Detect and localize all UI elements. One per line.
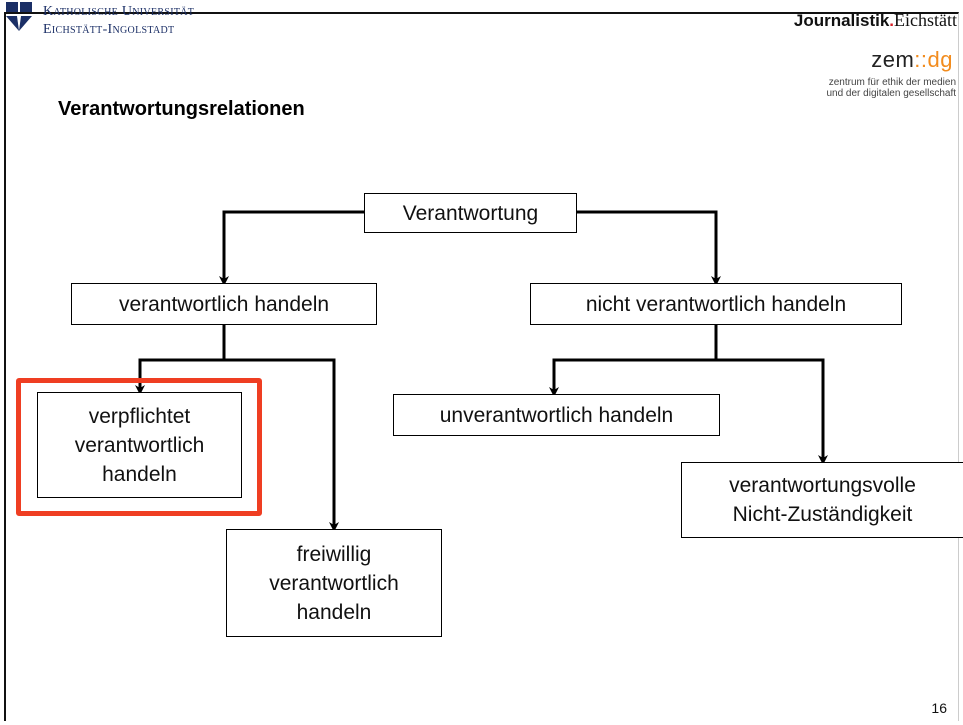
page-number: 16 — [931, 700, 947, 716]
connector-right-to-verantwortungsvolle — [716, 358, 828, 465]
slide-frame — [4, 12, 959, 721]
university-name-line2: Eichstätt-Ingolstadt — [43, 22, 175, 37]
node-verantwortlich-handeln: verantwortlich handeln — [71, 283, 377, 325]
connector-right-to-unverantwortlich — [549, 323, 718, 397]
zem-subtitle: zentrum für ethik der medien und der dig… — [736, 77, 956, 99]
node-freiwillig-verantwortlich-handeln: freiwillig verantwortlich handeln — [226, 529, 442, 637]
journalistik-label: Journalistik — [793, 11, 890, 30]
zem-colon: :: — [914, 47, 928, 72]
zem-logo: zem::dg — [871, 47, 953, 73]
journalistik-city: Eichstätt — [894, 10, 957, 30]
node-line: verantwortlich — [74, 433, 205, 457]
node-line: handeln — [102, 462, 177, 486]
node-verpflichtet-verantwortlich-handeln: verpflichtet verantwortlich handeln — [37, 392, 242, 498]
university-logo-icon — [6, 2, 32, 31]
zem-dg: dg — [927, 47, 953, 72]
slide-title: Verantwortungsrelationen — [58, 98, 305, 120]
node-line: handeln — [296, 600, 372, 624]
journalistik-logo: Journalistik.Eichstätt — [794, 10, 957, 31]
node-line: Nicht-Zuständigkeit — [732, 503, 913, 526]
node-unverantwortlich-handeln: unverantwortlich handeln — [393, 394, 720, 436]
zem-subtitle-line1: zentrum für ethik der medien — [828, 77, 956, 88]
node-line: verantwortungsvolle — [729, 474, 916, 497]
node-verantwortungsvolle-nicht-zustaendigkeit: verantwortungsvolle Nicht-Zuständigkeit — [681, 462, 963, 538]
journalistik-dot: . — [889, 11, 895, 30]
node-line: verpflichtet — [88, 404, 191, 428]
node-verantwortung: Verantwortung — [364, 193, 577, 233]
university-name-line1: Katholische Universität — [43, 4, 195, 19]
node-line: verantwortlich — [269, 571, 399, 595]
connector-left-to-freiwillig — [224, 358, 339, 532]
zem-subtitle-line2: und der digitalen gesellschaft — [826, 88, 956, 99]
zem-main: zem — [871, 47, 915, 72]
connector-root-right — [577, 210, 721, 286]
node-nicht-verantwortlich-handeln: nicht verantwortlich handeln — [530, 283, 902, 325]
highlight-frame — [16, 378, 262, 516]
node-line: freiwillig — [296, 542, 372, 566]
connector-root-left — [219, 210, 364, 286]
connector-left-to-verpflichtet — [135, 323, 226, 395]
